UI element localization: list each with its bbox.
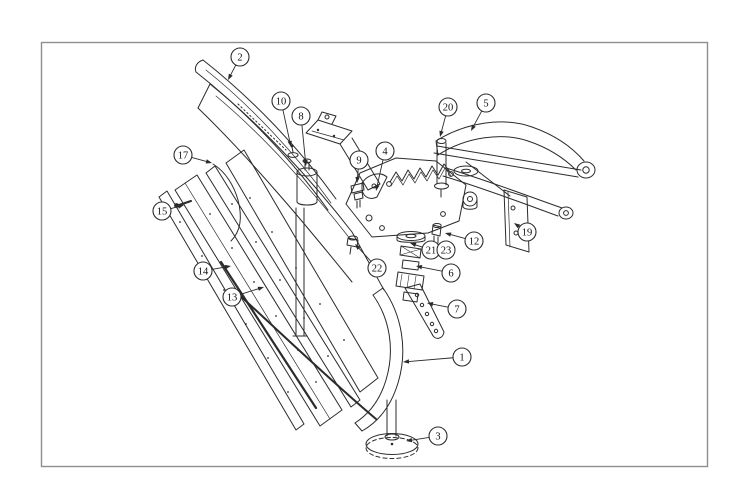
leader-arrow: [410, 242, 417, 247]
svg-text:20: 20: [443, 103, 454, 114]
callout-5: 5: [471, 93, 496, 131]
svg-text:17: 17: [178, 151, 189, 162]
figure-border: [40, 41, 709, 468]
leader-arrow: [303, 159, 308, 166]
leader-arrow: [514, 223, 521, 229]
callout-19: 19: [514, 222, 537, 242]
callout-2: 2: [228, 47, 250, 80]
clamp-bolt: [431, 223, 442, 244]
svg-text:3: 3: [435, 432, 440, 443]
callout-21: 21: [410, 240, 441, 260]
diagram-line-art: [158, 59, 596, 459]
svg-text:2: 2: [237, 53, 242, 64]
leader-arrow: [355, 244, 361, 250]
svg-text:21: 21: [426, 246, 437, 257]
svg-text:22: 22: [372, 264, 383, 275]
frame-pin: [434, 138, 449, 198]
callout-1: 1: [403, 347, 472, 367]
top-frame: [435, 121, 596, 253]
svg-text:6: 6: [448, 269, 453, 280]
leader-arrow: [177, 204, 184, 209]
svg-text:12: 12: [469, 237, 480, 248]
adjustment-strap: [404, 283, 445, 339]
pivot-plate: [345, 157, 467, 238]
svg-text:9: 9: [356, 156, 361, 167]
svg-text:14: 14: [198, 267, 209, 278]
svg-text:8: 8: [298, 112, 303, 123]
callout-22: 22: [355, 244, 387, 278]
leader-arrow: [471, 124, 476, 131]
leader-arrow: [439, 130, 444, 137]
leader-arrow: [416, 265, 423, 270]
callout-13: 13: [222, 286, 264, 307]
callout-12: 12: [445, 231, 484, 251]
leader-arrow: [403, 359, 410, 364]
callout-layer: 2 10 8 17 15 9 4 20 5 19 12 21 23 22 6 7 1 14 13 3: [152, 47, 537, 446]
turnbuckle-assembly: [395, 231, 426, 303]
leader-arrow: [224, 264, 231, 270]
pivot-post: [287, 144, 318, 206]
callout-6: 6: [416, 263, 461, 283]
leader-arrow: [287, 140, 292, 147]
callout-15: 15: [152, 201, 184, 221]
callout-9: 9: [349, 150, 369, 183]
callout-4: 4: [375, 141, 395, 191]
scraper-bar-stack: [158, 149, 379, 431]
leader-arrow: [427, 302, 434, 307]
callout-23: 23: [436, 240, 456, 260]
skid-shank: [292, 207, 308, 337]
leader-arrow: [406, 437, 413, 443]
callout-20: 20: [438, 97, 458, 137]
leader-arrow: [445, 232, 452, 237]
leader-arrow: [228, 73, 233, 80]
leader-arrow: [375, 184, 380, 191]
svg-text:5: 5: [483, 99, 488, 110]
svg-text:13: 13: [227, 293, 238, 304]
svg-text:19: 19: [522, 228, 533, 239]
svg-text:23: 23: [441, 246, 452, 257]
svg-text:15: 15: [157, 207, 168, 218]
retainer-rod: [212, 163, 241, 242]
callout-10: 10: [271, 91, 292, 147]
callout-17: 17: [173, 145, 212, 165]
svg-text:10: 10: [276, 97, 287, 108]
callout-3: 3: [406, 426, 448, 446]
callout-14: 14: [193, 261, 231, 281]
svg-text:1: 1: [459, 353, 464, 364]
leader-arrow: [355, 176, 360, 183]
moldboard-blade: [194, 59, 404, 432]
callout-8: 8: [291, 106, 311, 166]
svg-text:4: 4: [382, 147, 388, 158]
cross-tube: [433, 145, 582, 178]
svg-text:7: 7: [454, 305, 459, 316]
leader-arrow: [257, 286, 264, 291]
skid-foot: [365, 399, 419, 459]
callout-7: 7: [427, 299, 467, 319]
leader-arrow: [205, 159, 212, 164]
